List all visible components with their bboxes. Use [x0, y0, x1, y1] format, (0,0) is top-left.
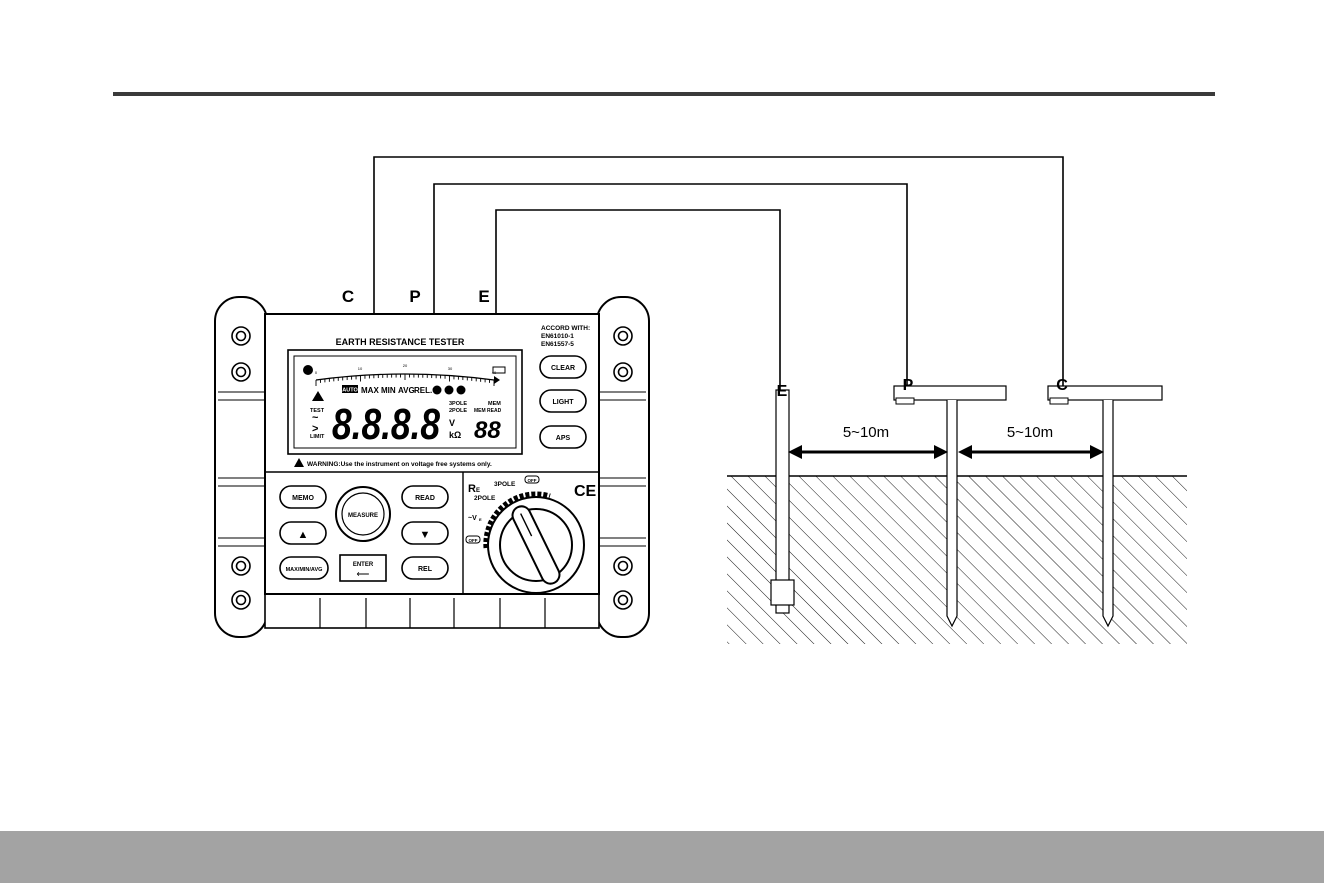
lcd-display: 0 10 20 30 40 AUTO MAX MIN AVG REL. TEST…	[287, 349, 523, 455]
memo-button-label: MEMO	[292, 495, 314, 502]
lead-c	[373, 156, 1064, 386]
greater-than-icon: >	[312, 423, 318, 435]
analog-scale	[315, 373, 495, 381]
dial-2pole-label: 2POLE	[474, 495, 496, 502]
holster-left	[214, 296, 268, 638]
dial-re-sub: E	[476, 488, 480, 494]
measure-button[interactable]: MEASURE	[335, 486, 391, 542]
enter-button-label: ENTER	[353, 562, 374, 568]
dial-off-side: OFF	[469, 538, 478, 543]
holster-right	[596, 296, 650, 638]
up-button[interactable]: ▲	[279, 521, 327, 545]
warning-triangle-icon	[312, 391, 324, 401]
warning-icon	[294, 458, 304, 467]
read-button[interactable]: READ	[401, 485, 449, 509]
bottom-grip	[264, 593, 600, 629]
scale-tick-label: 40	[492, 370, 497, 375]
accord-line-2: EN61010-1	[541, 333, 574, 340]
clear-button[interactable]: CLEAR	[539, 355, 587, 379]
scale-tick-label: 10	[358, 366, 363, 371]
electrode-c	[1047, 385, 1163, 628]
lcd-auto: AUTO	[342, 388, 358, 394]
light-button[interactable]: LIGHT	[539, 389, 587, 413]
header-rule	[113, 92, 1215, 96]
enter-button[interactable]: ENTER ⟵	[339, 554, 387, 582]
lcd-small-digits: 88	[474, 417, 501, 444]
warning-text: WARNING:Use the instrument on voltage fr…	[307, 461, 492, 468]
lcd-min: MIN	[381, 386, 396, 395]
lead-p	[433, 183, 908, 386]
electrode-label-c: C	[1056, 377, 1068, 394]
lcd-avg: AVG	[398, 386, 415, 395]
memo-button[interactable]: MEMO	[279, 485, 327, 509]
accord-line-1: ACCORD WITH:	[541, 325, 590, 332]
lcd-limit: LIMIT	[310, 434, 325, 440]
dial-off-top: OFF	[528, 478, 537, 483]
distance-arrow-e-p	[788, 445, 948, 459]
function-dial[interactable]	[483, 491, 585, 594]
aps-button[interactable]: APS	[539, 425, 587, 449]
dial-voltage-sub: E	[479, 517, 482, 522]
earth-resistance-tester: EARTH RESISTANCE TESTER ACCORD WITH: EN6…	[214, 296, 650, 638]
electrode-e	[770, 389, 795, 614]
measure-button-label: MEASURE	[348, 513, 378, 519]
lcd-test: TEST	[310, 408, 325, 414]
clear-button-label: CLEAR	[551, 365, 575, 372]
rel-button[interactable]: REL	[401, 556, 449, 580]
lcd-rel: REL.	[414, 386, 432, 395]
electrode-label-e: E	[777, 383, 788, 400]
footer-bar	[0, 831, 1324, 883]
lcd-mem: MEM	[488, 401, 501, 407]
down-button[interactable]: ▼	[401, 521, 449, 545]
aps-button-label: APS	[556, 435, 571, 442]
rel-button-label: REL	[418, 566, 433, 573]
ac-wave-icon: ~	[312, 412, 319, 424]
lcd-unit-v: V	[449, 418, 455, 428]
terminal-label-e: E	[478, 287, 489, 306]
device-title: EARTH RESISTANCE TESTER	[336, 337, 465, 347]
scale-tick-label: 0	[315, 370, 318, 375]
power-icon	[303, 365, 313, 375]
scale-tick-label: 20	[403, 363, 408, 368]
screw-icons	[231, 326, 633, 610]
lcd-unit-kohm: kΩ	[449, 430, 461, 440]
terminal-label-c: C	[342, 287, 354, 306]
max-min-avg-button-label: MAX/MIN/AVG	[286, 567, 323, 573]
battery-icon	[492, 366, 506, 374]
lcd-main-digits: 8.8.8.8	[332, 400, 440, 449]
lcd-2pole: 2POLE	[449, 408, 467, 414]
down-arrow-icon: ▼	[420, 529, 431, 541]
max-min-avg-button[interactable]: MAX/MIN/AVG	[279, 556, 329, 580]
dial-voltage-label: ~V	[468, 515, 477, 522]
up-arrow-icon: ▲	[298, 529, 309, 541]
test-leads	[373, 156, 1064, 390]
dial-3pole-label: 3POLE	[494, 481, 516, 488]
read-button-label: READ	[415, 495, 435, 502]
lcd-max: MAX	[361, 386, 379, 395]
enter-arrow-icon: ⟵	[357, 569, 370, 579]
distance-label-second: 5~10m	[1007, 424, 1053, 441]
distance-arrow-p-c	[958, 445, 1104, 459]
light-button-label: LIGHT	[553, 399, 575, 406]
electrode-label-p: P	[903, 377, 914, 394]
lcd-3pole: 3POLE	[449, 401, 467, 407]
dial-knob	[511, 505, 561, 585]
scale-tick-label: 30	[448, 366, 453, 371]
lcd-memread: MEM READ	[474, 408, 502, 414]
accord-line-3: EN61557-5	[541, 341, 574, 348]
ground-section: E P C 5~10m 5~10m	[727, 377, 1187, 644]
electrode-p	[893, 385, 1007, 628]
ce-mark: CE	[574, 483, 597, 500]
dial-re-label: R	[468, 483, 476, 495]
lead-e	[495, 209, 781, 390]
terminal-label-p: P	[409, 287, 420, 306]
distance-label-first: 5~10m	[843, 424, 889, 441]
